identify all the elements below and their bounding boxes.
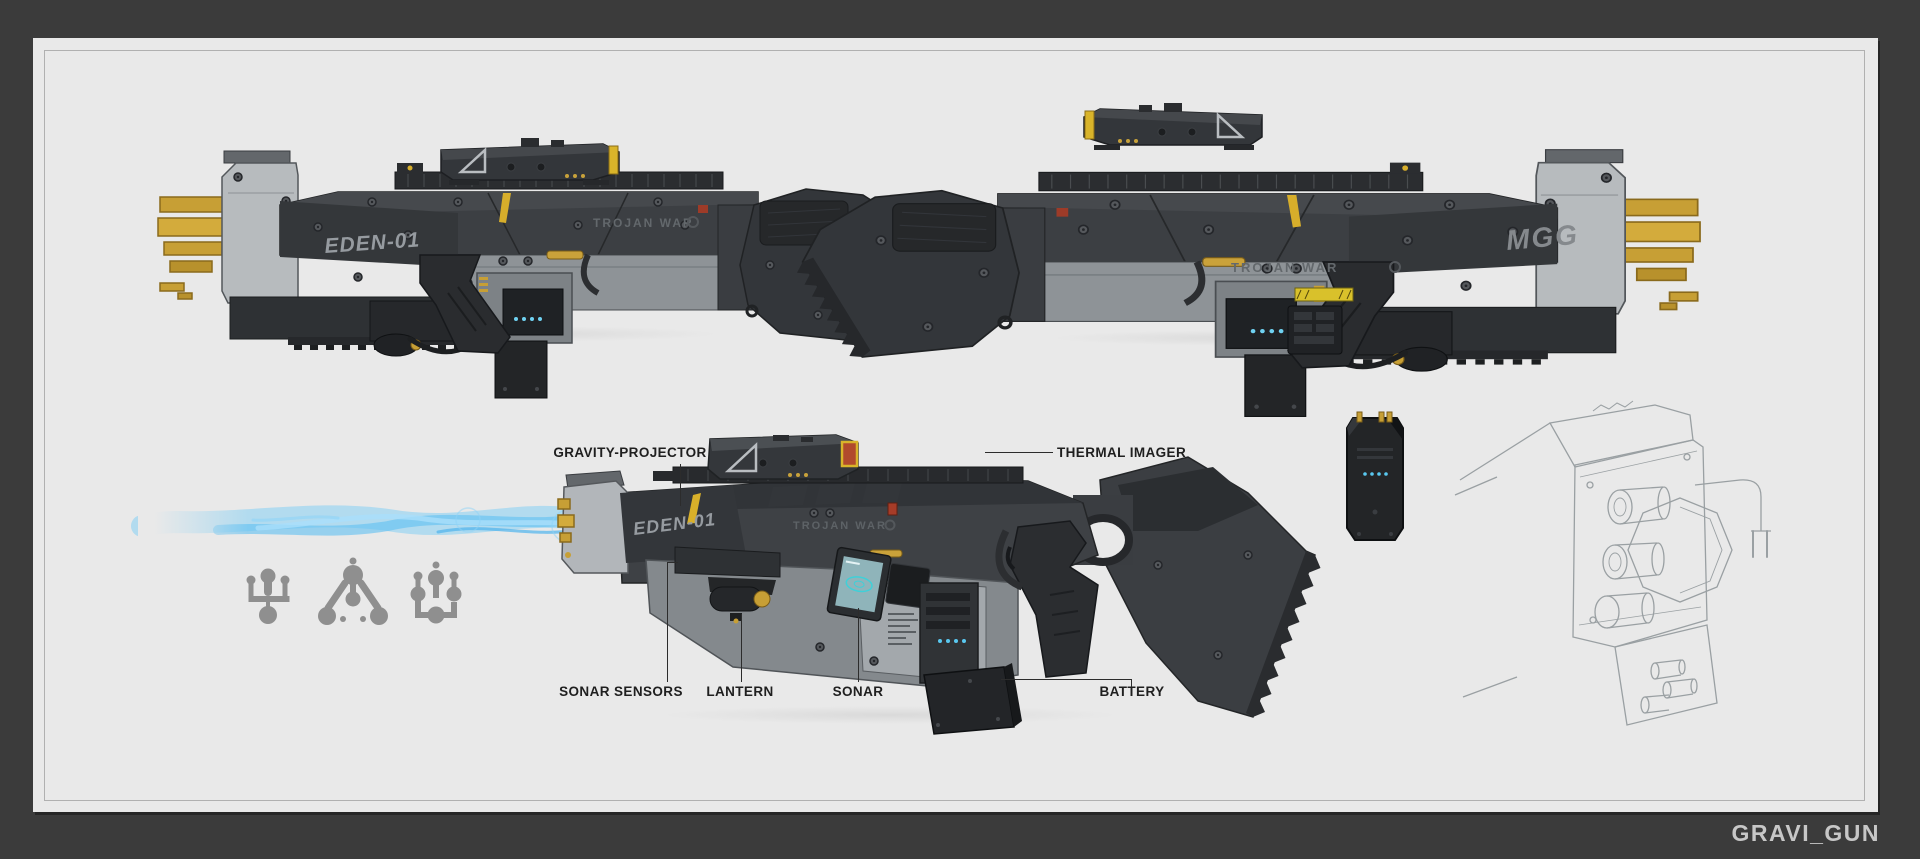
rifle-annotated-view: EDEN-01 TROJAN WAR <box>557 434 1321 735</box>
callout-sonar: SONAR <box>832 684 884 699</box>
leader-sonar <box>858 608 859 682</box>
attachment-node-icon-a <box>246 568 290 624</box>
artwork-signature: GRAVI_GUN <box>1731 820 1880 846</box>
callout-thermal-imager: THERMAL IMAGER <box>1057 445 1187 460</box>
leader-battery-drop <box>1131 679 1132 687</box>
model-marking: MGG <box>1505 219 1580 256</box>
slogan-marking: TROJAN WAR <box>1231 260 1338 275</box>
callout-lantern: LANTERN <box>706 684 774 699</box>
rifle-left-side-view: EDEN-01 TROJAN WAR <box>158 136 928 405</box>
leader-lantern <box>741 614 742 682</box>
callout-battery: BATTERY <box>1099 684 1165 699</box>
muzzle-mechanism-sketch <box>1454 400 1771 726</box>
thermal-lens <box>840 440 859 468</box>
leader-gravity-projector <box>680 464 681 506</box>
leader-sonar-sensors <box>667 562 668 682</box>
rifle-right-side-view: TROJAN WAR MGG <box>795 100 1700 430</box>
thermal-imager-scope <box>707 434 859 480</box>
sonar-sensors-housing <box>674 546 781 578</box>
leader-battery <box>1001 679 1131 680</box>
attachment-node-icon-c <box>410 561 462 624</box>
slogan-marking: TROJAN WAR <box>593 216 694 230</box>
warning-sticker <box>1294 287 1354 302</box>
spare-battery <box>1346 411 1404 541</box>
detached-thermal-imager-scope <box>1082 101 1264 152</box>
beam-fade <box>138 478 248 558</box>
callout-gravity-projector: GRAVITY-PROJECTOR <box>553 445 707 460</box>
sonar-screen <box>826 546 892 622</box>
attachment-node-icon-b <box>318 557 388 625</box>
leader-sonar-sensors-jog <box>667 562 678 563</box>
callout-sonar-sensors: SONAR SENSORS <box>559 684 683 699</box>
thermal-imager-scope-mounted <box>439 136 621 187</box>
gravity-projector-muzzle <box>561 480 629 574</box>
slogan-marking: TROJAN WAR <box>793 520 887 532</box>
leader-thermal-imager <box>985 452 1053 453</box>
